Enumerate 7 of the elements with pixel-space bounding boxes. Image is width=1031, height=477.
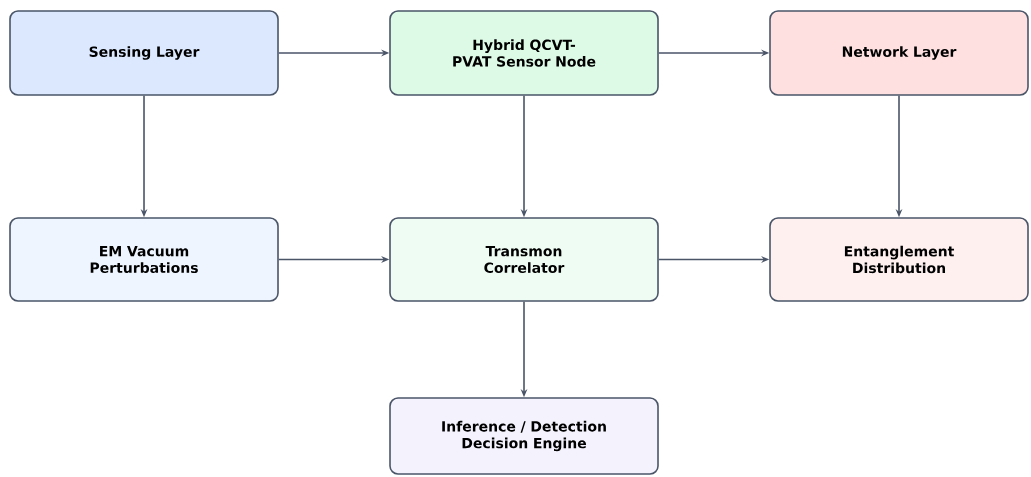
process-box: Inference / Detection Decision Engine — [389, 397, 659, 475]
process-box: Transmon Correlator — [389, 217, 659, 302]
process-box: Network Layer — [769, 10, 1029, 96]
process-box: Sensing Layer — [9, 10, 279, 96]
process-box: Hybrid QCVT-PVAT Sensor Node — [389, 10, 659, 96]
process-box: Entanglement Distribution — [769, 217, 1029, 302]
process-box: EM Vacuum Perturbations — [9, 217, 279, 302]
